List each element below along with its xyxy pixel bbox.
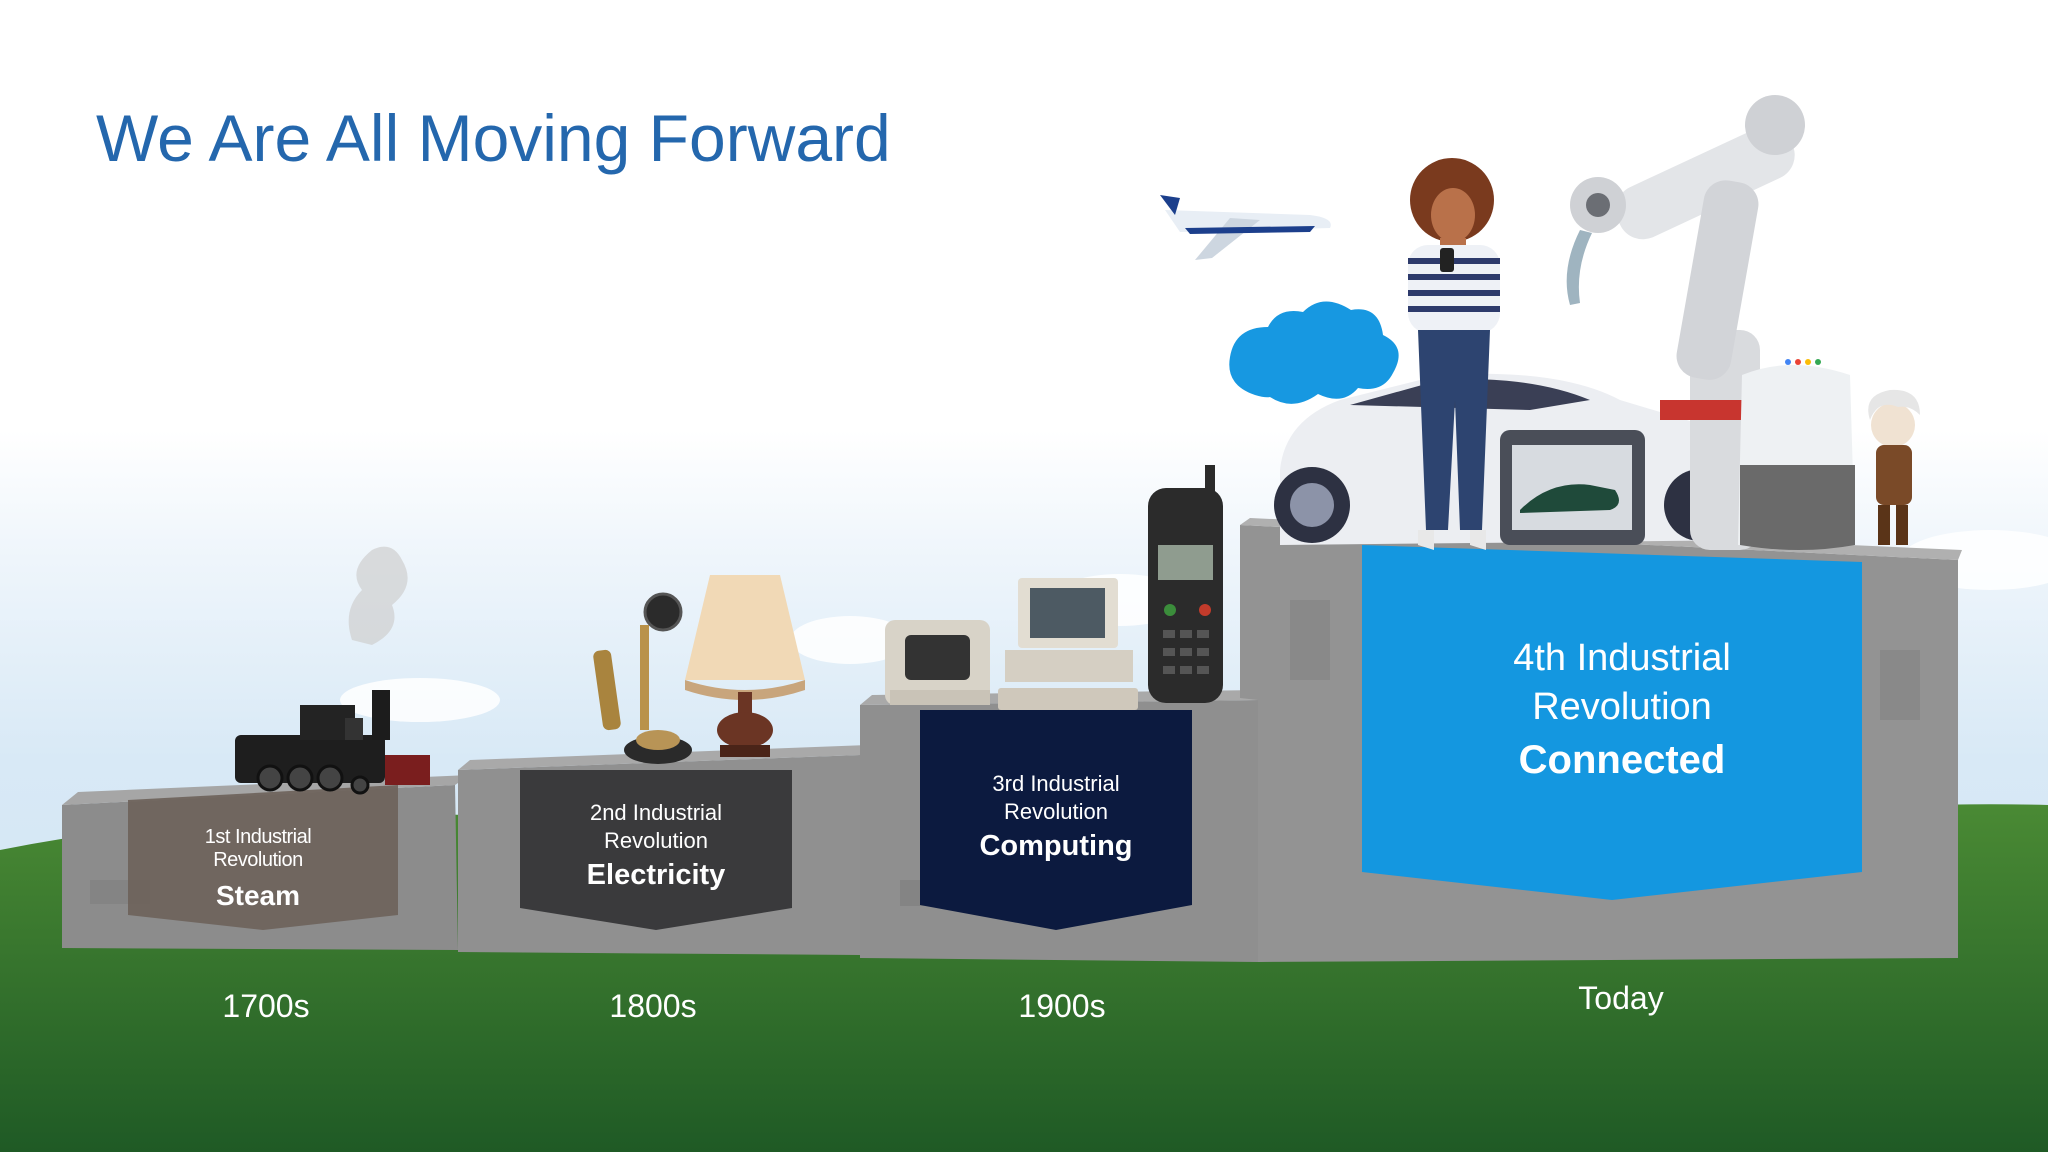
sneaker-3d-printer-icon <box>1500 430 1645 545</box>
smart-speaker-icon <box>1738 359 1855 550</box>
revolution-4-line1: 4th Industrial <box>1513 637 1731 679</box>
revolution-1-line2: Revolution <box>213 849 303 871</box>
table-lamp-icon <box>685 575 805 757</box>
revolution-2-line2: Revolution <box>604 828 708 853</box>
revolution-4-line2: Revolution <box>1532 686 1712 728</box>
vintage-computer-icon <box>885 620 990 705</box>
slide-title: We Are All Moving Forward <box>96 101 891 175</box>
mobile-phone-icon <box>1148 465 1223 703</box>
candlestick-telephone-icon <box>593 592 692 764</box>
banner-connected <box>1362 545 1862 900</box>
revolution-4-banner: 4th Industrial Revolution Connected <box>1442 634 1802 783</box>
era-label-2: 1800s <box>609 988 697 1024</box>
revolution-2-name: Electricity <box>586 859 726 891</box>
banner-electricity <box>520 770 792 930</box>
desktop-pc-icon <box>998 578 1138 710</box>
revolution-1-name: Steam <box>215 880 301 911</box>
revolution-4-name: Connected <box>1518 738 1726 782</box>
revolution-3-banner: 3rd Industrial Revolution Computing <box>946 770 1166 863</box>
revolution-3-line2: Revolution <box>1004 799 1108 824</box>
airplane-icon <box>1160 195 1331 260</box>
banner-computing <box>920 710 1192 930</box>
revolution-2-banner: 2nd Industrial Revolution Electricity <box>546 799 766 892</box>
revolution-3-line1: 3rd Industrial <box>992 771 1120 796</box>
steam-locomotive-icon <box>235 546 430 795</box>
era-label-3: 1900s <box>1018 988 1106 1024</box>
era-label-4: Today <box>1578 980 1664 1016</box>
banner-steam <box>128 785 398 930</box>
woman-with-phone-illustration <box>1408 158 1500 550</box>
revolution-2-line1: 2nd Industrial <box>589 800 723 825</box>
cloud-logo-icon <box>1229 301 1399 404</box>
revolution-1-line1: 1st Industrial <box>204 826 312 848</box>
revolution-1-banner: 1st Industrial Revolution Steam <box>163 826 353 912</box>
revolution-3-name: Computing <box>979 830 1133 862</box>
era-label-1: 1700s <box>222 988 310 1024</box>
einstein-mascot-icon <box>1868 389 1920 545</box>
